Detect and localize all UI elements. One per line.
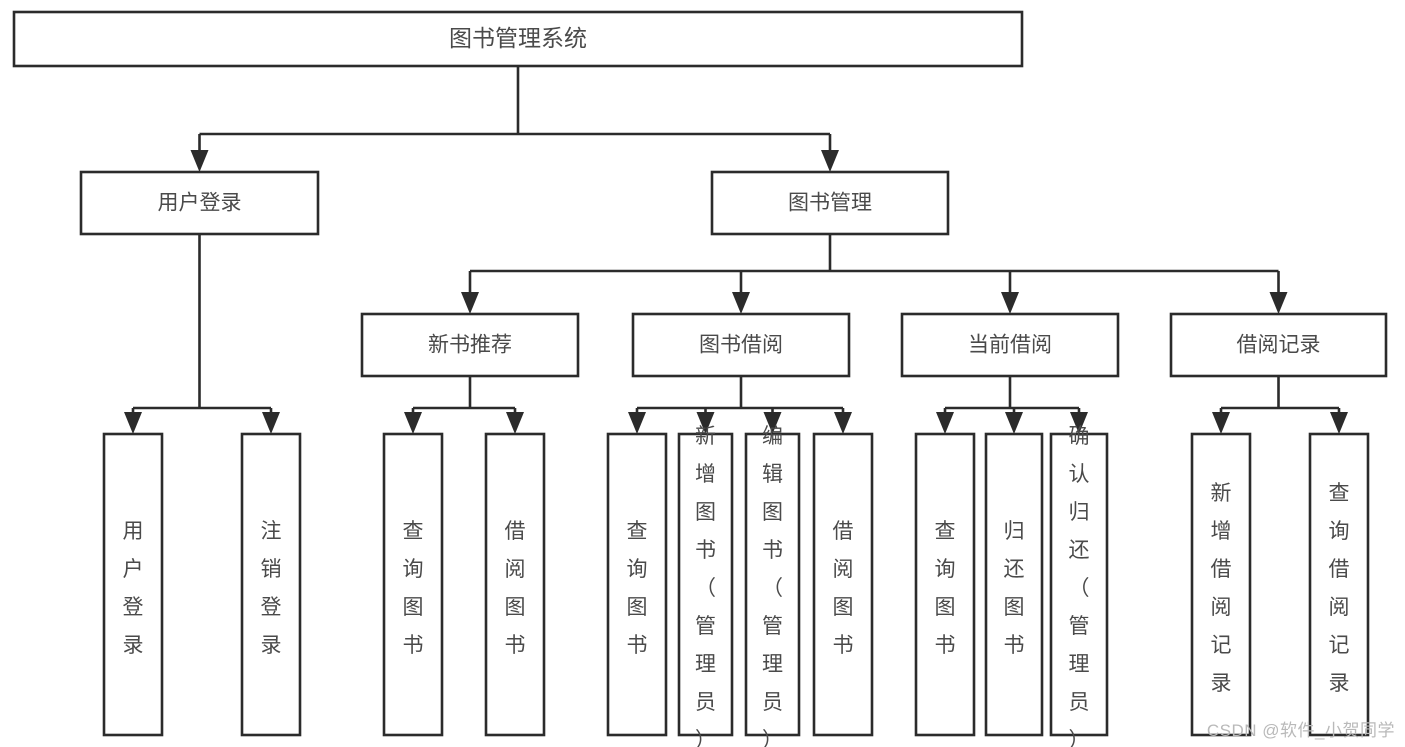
node-leaf-logout[interactable]: 注销登录 [240, 432, 302, 737]
node-leaf-edit-book[interactable]: 编辑图书（管理员） [744, 425, 801, 747]
connector-lines [124, 66, 1348, 434]
arrow-head-icon-leaf-query-book-borrow [628, 412, 646, 434]
node-box-leaf-query-book-recommend [382, 432, 444, 737]
node-label-leaf-user-login: 用户登录 [123, 520, 144, 657]
node-label-leaf-borrow-book-recommend: 借阅图书 [505, 520, 526, 657]
node-label-borrow-record: 借阅记录 [1237, 334, 1321, 357]
node-root[interactable]: 图书管理系统 [12, 10, 1024, 68]
node-label-leaf-query-book-current: 查询图书 [935, 520, 956, 657]
arrow-head-icon-leaf-confirm-return [1070, 412, 1088, 434]
arrow-head-icon-leaf-return-book [1005, 412, 1023, 434]
arrow-head-icon-user-login [190, 150, 209, 172]
node-label-book-management: 图书管理 [788, 192, 872, 215]
node-leaf-query-book-recommend[interactable]: 查询图书 [382, 432, 444, 737]
node-borrow-record[interactable]: 借阅记录 [1169, 312, 1388, 378]
node-leaf-query-book-borrow[interactable]: 查询图书 [606, 432, 668, 737]
node-leaf-borrow-book-recommend[interactable]: 借阅图书 [484, 432, 546, 737]
arrow-head-icon-leaf-add-borrow-record [1212, 412, 1230, 434]
arrow-head-icon-new-book-recommend [461, 292, 479, 314]
node-user-login[interactable]: 用户登录 [79, 170, 320, 236]
node-box-leaf-add-book [677, 432, 734, 737]
node-box-leaf-logout [240, 432, 302, 737]
node-box-leaf-add-borrow-record [1190, 432, 1252, 737]
node-box-leaf-user-login [102, 432, 164, 737]
node-leaf-query-borrow-record[interactable]: 查询借阅记录 [1308, 432, 1370, 737]
arrow-head-icon-current-borrow [1001, 292, 1019, 314]
node-label-current-borrow: 当前借阅 [968, 334, 1052, 357]
arrow-head-icon-leaf-add-book [696, 412, 715, 434]
node-label-leaf-query-book-recommend: 查询图书 [403, 520, 424, 657]
node-box-leaf-query-borrow-record [1308, 432, 1370, 737]
node-label-root: 图书管理系统 [449, 25, 587, 51]
node-box-leaf-borrow-book [812, 432, 874, 737]
node-box-current-borrow [900, 312, 1120, 378]
node-label-new-book-recommend: 新书推荐 [428, 334, 512, 357]
arrow-head-icon-leaf-borrow-book-recommend [506, 412, 524, 434]
node-box-leaf-confirm-return [1049, 432, 1109, 737]
node-box-leaf-return-book [984, 432, 1044, 737]
arrow-head-icon-book-borrow [732, 292, 750, 314]
node-label-book-borrow: 图书借阅 [699, 334, 783, 357]
arrow-head-icon-leaf-logout [262, 412, 280, 434]
node-box-borrow-record [1169, 312, 1388, 378]
arrow-head-icon-leaf-user-login [124, 412, 142, 434]
node-leaf-add-book[interactable]: 新增图书（管理员） [677, 425, 734, 747]
arrow-head-icon-book-management [821, 150, 839, 172]
node-label-leaf-add-book: 新增图书（管理员） [695, 425, 716, 747]
node-box-user-login [79, 170, 320, 236]
node-box-leaf-edit-book [744, 432, 801, 737]
node-book-borrow[interactable]: 图书借阅 [631, 312, 851, 378]
node-label-leaf-edit-book: 编辑图书（管理员） [762, 425, 783, 747]
node-label-leaf-borrow-book: 借阅图书 [833, 520, 854, 657]
arrow-head-icon-leaf-edit-book [763, 412, 782, 434]
node-leaf-query-book-current[interactable]: 查询图书 [914, 432, 976, 737]
node-box-root [12, 10, 1024, 68]
node-box-leaf-borrow-book-recommend [484, 432, 546, 737]
node-label-user-login: 用户登录 [158, 192, 242, 215]
arrow-head-icon-leaf-query-borrow-record [1330, 412, 1348, 434]
node-label-leaf-return-book: 归还图书 [1004, 520, 1025, 657]
node-label-leaf-query-book-borrow: 查询图书 [627, 520, 648, 657]
node-box-new-book-recommend [360, 312, 580, 378]
arrow-head-icon-leaf-query-book-current [936, 412, 954, 434]
node-label-leaf-logout: 注销登录 [261, 520, 282, 657]
csdn-watermark: CSDN @软件_小贺同学 [1206, 721, 1395, 740]
node-leaf-user-login[interactable]: 用户登录 [102, 432, 164, 737]
node-leaf-borrow-book[interactable]: 借阅图书 [812, 432, 874, 737]
node-box-leaf-query-book-current [914, 432, 976, 737]
node-box-leaf-query-book-borrow [606, 432, 668, 737]
arrow-head-icon-leaf-query-book-recommend [404, 412, 422, 434]
node-boxes: 图书管理系统用户登录图书管理新书推荐图书借阅当前借阅借阅记录用户登录注销登录查询… [12, 10, 1388, 747]
node-new-book-recommend[interactable]: 新书推荐 [360, 312, 580, 378]
node-leaf-return-book[interactable]: 归还图书 [984, 432, 1044, 737]
node-label-leaf-add-borrow-record: 新增借阅记录 [1211, 482, 1232, 695]
arrow-head-icon-borrow-record [1269, 292, 1288, 314]
node-label-leaf-confirm-return: 确认归还（管理员） [1069, 425, 1090, 747]
node-box-book-borrow [631, 312, 851, 378]
node-leaf-confirm-return[interactable]: 确认归还（管理员） [1049, 425, 1109, 747]
arrow-head-icon-leaf-borrow-book [834, 412, 852, 434]
node-book-management[interactable]: 图书管理 [710, 170, 950, 236]
node-current-borrow[interactable]: 当前借阅 [900, 312, 1120, 378]
node-leaf-add-borrow-record[interactable]: 新增借阅记录 [1190, 432, 1252, 737]
node-label-leaf-query-borrow-record: 查询借阅记录 [1329, 482, 1350, 695]
node-box-book-management [710, 170, 950, 236]
